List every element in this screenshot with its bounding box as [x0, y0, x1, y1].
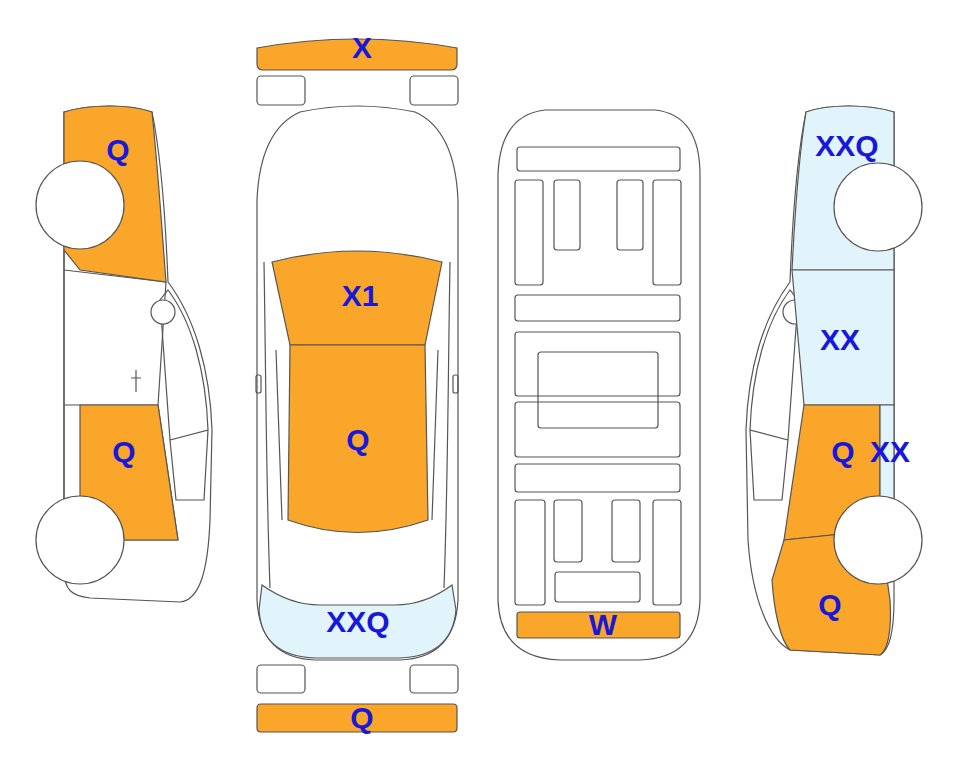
left-mirror: [151, 300, 175, 324]
right-front-fender-panel: XXQ: [790, 100, 898, 272]
damage-code: X: [352, 33, 372, 63]
headlight: [410, 76, 458, 105]
panel-outline: [60, 100, 170, 285]
damage-code: Q: [818, 590, 841, 620]
roof-panel: Q: [286, 345, 431, 535]
damage-code: Q: [346, 425, 369, 455]
wheel: [36, 161, 124, 249]
damage-code: Q: [106, 135, 129, 165]
rear-window-panel: XXQ: [258, 584, 458, 660]
panel-shape: [288, 345, 428, 533]
damage-code: XXQ: [326, 607, 389, 637]
taillight: [257, 665, 305, 693]
headlight: [257, 76, 305, 105]
hood-panel: X1: [270, 240, 445, 346]
left-front-fender-panel: Q: [60, 100, 170, 285]
wheel: [834, 496, 922, 584]
wheel: [834, 163, 922, 251]
damage-code: XXQ: [815, 131, 878, 161]
underbody-rear-panel: W: [517, 612, 680, 642]
panel-shape: [792, 270, 894, 405]
damage-code: W: [589, 610, 617, 640]
underside-body: [498, 110, 700, 660]
panel-outline: [78, 403, 180, 543]
panel-shape: [272, 251, 442, 345]
panel-shape: [257, 704, 457, 732]
side-mirror: [256, 375, 261, 393]
front-bumper-panel: X: [255, 30, 459, 72]
right-rear-pillar-panel: XX: [866, 405, 916, 501]
right-front-door-panel: XX: [790, 270, 896, 406]
damage-code: X1: [342, 281, 379, 311]
panel-shape: [259, 585, 456, 658]
damage-code: Q: [112, 437, 135, 467]
damage-code: XX: [820, 325, 860, 355]
damage-code: Q: [831, 437, 854, 467]
rear-bumper-panel: Q: [257, 704, 457, 735]
left-rear-door-panel: Q: [78, 403, 180, 543]
right-rear-quarter-panel: Q: [770, 528, 890, 658]
wheel: [36, 496, 124, 584]
damage-code: Q: [350, 703, 373, 733]
taillight: [410, 665, 458, 693]
damage-code: XX: [870, 437, 910, 467]
underside-panels: [515, 147, 681, 605]
side-mirror: [453, 375, 458, 393]
panel-outline: [790, 100, 898, 272]
top-body: [257, 106, 458, 660]
